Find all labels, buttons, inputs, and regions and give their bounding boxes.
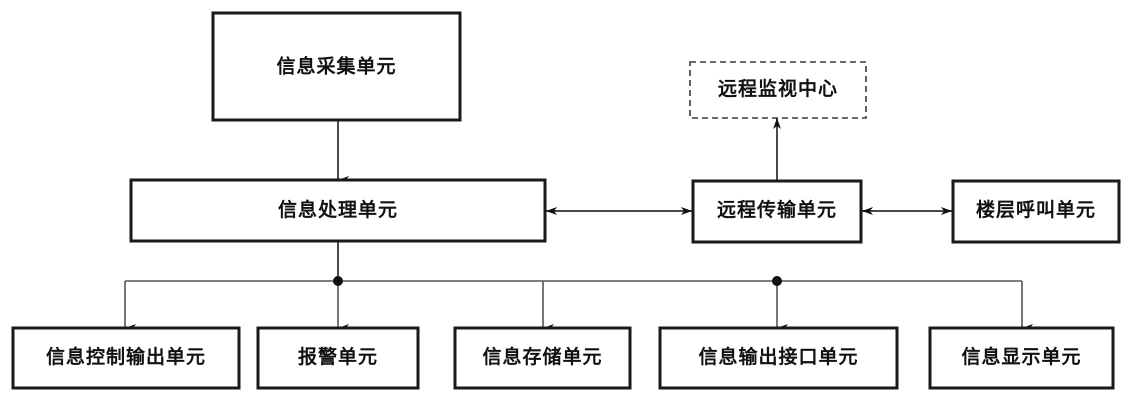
node-collection-unit[interactable]: 信息采集单元 <box>211 11 462 122</box>
connector-layer <box>124 118 1033 332</box>
node-output-interface-unit[interactable]: 信息输出接口单元 <box>658 326 899 390</box>
remote-monitor-center-label: 远程监视中心 <box>718 77 838 100</box>
control-output-unit-box[interactable] <box>11 326 241 390</box>
alarm-unit-box[interactable] <box>256 326 420 390</box>
processing-unit-box[interactable] <box>129 178 547 243</box>
remote-monitor-center-box[interactable] <box>689 61 867 119</box>
node-storage-unit[interactable]: 信息存储单元 <box>453 326 632 390</box>
floor-call-unit-label: 楼层呼叫单元 <box>976 198 1096 221</box>
node-control-output-unit[interactable]: 信息控制输出单元 <box>11 326 241 390</box>
node-remote-monitor-center[interactable]: 远程监视中心 <box>689 61 867 119</box>
output-interface-unit-box[interactable] <box>658 326 899 390</box>
display-unit-box[interactable] <box>928 326 1115 390</box>
control-output-unit-label: 信息控制输出单元 <box>46 345 206 368</box>
output-interface-unit-label: 信息输出接口单元 <box>698 345 858 368</box>
collection-unit-label: 信息采集单元 <box>276 54 396 77</box>
remote-transmission-unit-box[interactable] <box>691 179 863 244</box>
collection-unit-box[interactable] <box>211 11 462 122</box>
node-display-unit[interactable]: 信息显示单元 <box>928 326 1115 390</box>
junction-dot-left <box>333 276 343 286</box>
node-remote-transmission-unit[interactable]: 远程传输单元 <box>691 179 863 244</box>
node-floor-call-unit[interactable]: 楼层呼叫单元 <box>951 179 1121 244</box>
junction-dot-right <box>772 276 782 286</box>
remote-transmission-unit-label: 远程传输单元 <box>717 198 837 221</box>
storage-unit-label: 信息存储单元 <box>482 345 602 368</box>
floor-call-unit-box[interactable] <box>951 179 1121 244</box>
storage-unit-box[interactable] <box>453 326 632 390</box>
alarm-unit-label: 报警单元 <box>298 345 378 368</box>
display-unit-label: 信息显示单元 <box>961 345 1081 368</box>
node-processing-unit[interactable]: 信息处理单元 <box>129 178 547 243</box>
processing-unit-label: 信息处理单元 <box>278 198 398 221</box>
node-alarm-unit[interactable]: 报警单元 <box>256 326 420 390</box>
